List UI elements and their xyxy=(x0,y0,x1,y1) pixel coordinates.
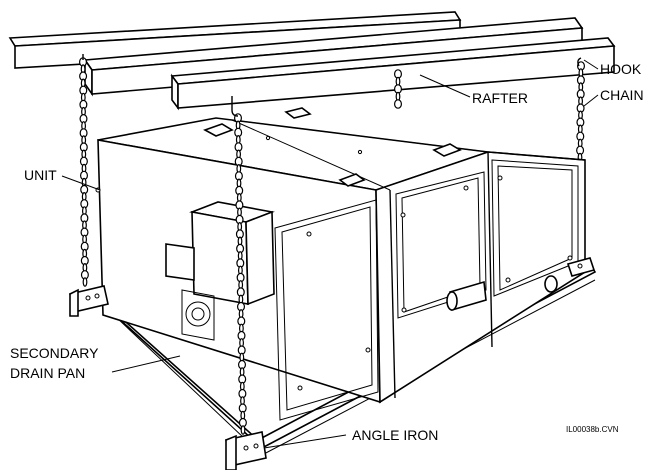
label-rafter: RAFTER xyxy=(419,74,528,106)
angle-iron-front xyxy=(225,431,267,470)
electrical-box xyxy=(165,201,275,341)
angle-iron-left xyxy=(69,285,109,317)
chain-label: CHAIN xyxy=(600,87,644,103)
label-unit: UNIT xyxy=(24,167,101,191)
secondary-label-line2: DRAIN PAN xyxy=(10,365,85,381)
unit xyxy=(97,117,586,404)
angle-iron-label: ANGLE IRON xyxy=(352,427,438,443)
chain-link xyxy=(82,277,88,287)
hooks xyxy=(82,54,582,117)
chain-front xyxy=(234,113,247,435)
label-chain: CHAIN xyxy=(583,87,644,107)
label-secondary-drain-pan: SECONDARY DRAIN PAN xyxy=(10,345,181,381)
rafter-label: RAFTER xyxy=(472,90,528,106)
chain-back-mid xyxy=(394,69,403,109)
top-clips xyxy=(203,107,462,187)
chain-link xyxy=(394,99,403,109)
chain-back-left xyxy=(78,57,89,287)
label-hook: HOOK xyxy=(583,59,642,77)
secondary-label-line1: SECONDARY xyxy=(10,345,99,361)
file-id: IL00038b.CVN xyxy=(566,425,619,434)
access-panel-left xyxy=(274,199,379,421)
angle-iron-right xyxy=(566,257,596,277)
drain-pipe xyxy=(446,275,558,312)
label-angle-iron: ANGLE IRON xyxy=(263,427,438,449)
hook-label: HOOK xyxy=(600,61,642,77)
chain-link xyxy=(240,425,246,435)
unit-label: UNIT xyxy=(24,167,57,183)
